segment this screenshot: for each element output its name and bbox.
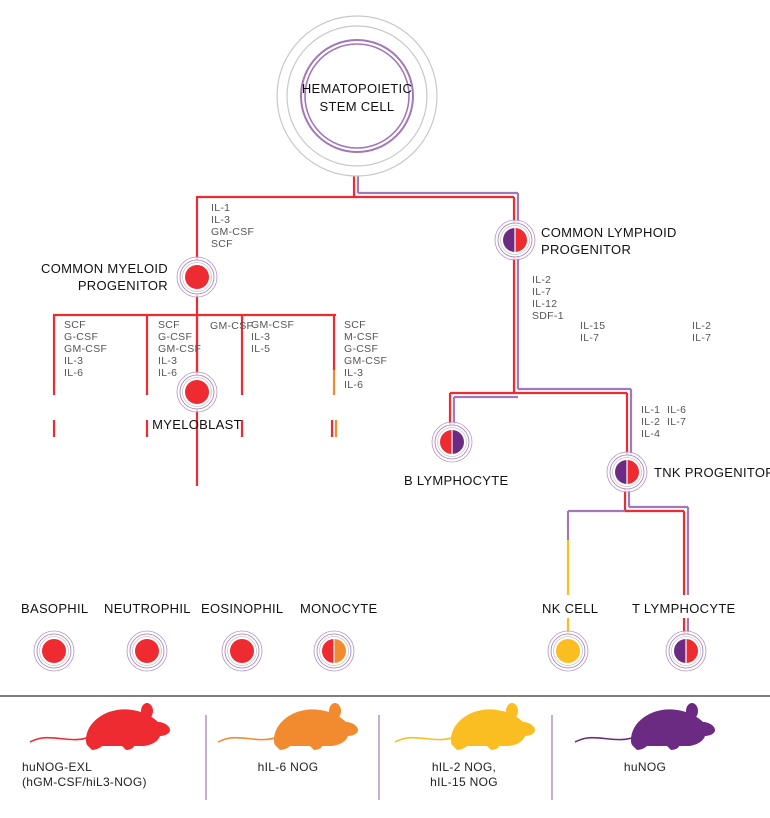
cytokine-item: GM-CSF [211,226,255,238]
cytokine-item: IL-2 [692,320,712,332]
mouse-orange [217,703,358,750]
eosinophil-label: EOSINOPHIL [201,601,284,616]
cytokine-item: GM-CSF [210,320,254,332]
cytokine-item: G-CSF [158,331,193,343]
cytokine-item: IL-6 [667,404,687,416]
cytokine-item: IL-2 [641,416,661,428]
neutrophil-node [126,630,168,672]
cytokine-item: IL-2 [532,274,552,286]
cytokine-item: GM-CSF [64,343,108,355]
cytokine-item: SDF-1 [532,310,564,322]
hsc-label: HEMATOPOIETIC STEM CELL [301,81,413,114]
cytokine-item: IL-1 [641,404,661,416]
cytokine-item: SCF [158,319,180,331]
clp-label: COMMON LYMPHOID PROGENITOR [541,225,677,257]
cytokine-item: GM-CSF [158,343,202,355]
t-lymphocyte-label: T LYMPHOCYTE [632,601,736,616]
cytokine-item: IL-3 [251,331,271,343]
cytokine-item: IL-3 [158,355,178,367]
cytokine-item: IL-3 [344,367,364,379]
cytokine-item: GM-CSF [344,355,388,367]
mouse-yellow [394,703,535,750]
cytokine-item: IL-1 [211,202,231,214]
cytokine-item: SCF [211,238,233,250]
mouse-purple [574,703,715,750]
cytokine-item: IL-7 [532,286,552,298]
cytokine-item: IL-5 [251,343,271,355]
cytokine-item: IL-7 [692,332,712,344]
tnk-progenitor-node [606,451,648,493]
eosinophil-node [221,630,263,672]
basophil-label: BASOPHIL [21,601,89,616]
cytokine-item: IL-3 [211,214,231,226]
cytokine-item: M-CSF [344,331,379,343]
cytokine-item: GM-CSF [251,319,295,331]
clp-node [494,219,536,261]
cytokine-item: IL-7 [667,416,687,428]
cytokine-item: IL-6 [158,367,178,379]
legend-purple-model: huNOG [623,760,667,774]
cytokine-item: IL-12 [532,298,558,310]
nk-cell-label: NK CELL [542,601,599,616]
b-lymphocyte-label: B LYMPHOCYTE [404,473,509,488]
legend-orange-model: hIL-6 NOG [257,760,319,774]
mouse-red [29,703,170,750]
cytokine-item: IL-6 [344,379,364,391]
cytokine-item: IL-15 [580,320,606,332]
cell-nodes [33,219,707,672]
cmp-node [176,256,218,298]
lineage-connectors [52,150,690,634]
mouse-models [29,703,715,750]
cytokine-item: SCF [344,319,366,331]
myeloblast-label: MYELOBLAST [152,417,242,432]
cytokine-item: IL-4 [641,428,661,440]
b-lymphocyte-node [431,421,473,463]
cytokine-item: SCF [64,319,86,331]
neutrophil-label: NEUTROPHIL [104,601,191,616]
legend-red-model: huNOG-EXL (hGM-CSF/hiL3-NOG) [22,760,147,789]
cytokine-item: G-CSF [64,331,99,343]
nk-cell-node [547,630,589,672]
hsc-node [276,15,438,177]
cytokine-item: G-CSF [344,343,379,355]
tnk-progenitor-label: TNK PROGENITOR [654,465,770,480]
legend-yellow-model: hIL-2 NOG, hIL-15 NOG [430,760,498,789]
monocyte-node [313,630,355,672]
basophil-node [33,630,75,672]
cmp-label: COMMON MYELOID PROGENITOR [41,261,168,293]
cytokines-to-myeloblast: GM-CSF [210,320,253,332]
myeloblast-node [176,371,218,413]
monocyte-label: MONOCYTE [300,601,378,616]
cytokine-item: IL-7 [580,332,600,344]
cytokine-item: IL-6 [64,367,84,379]
t-lymphocyte-node [665,630,707,672]
cytokine-item: IL-3 [64,355,84,367]
